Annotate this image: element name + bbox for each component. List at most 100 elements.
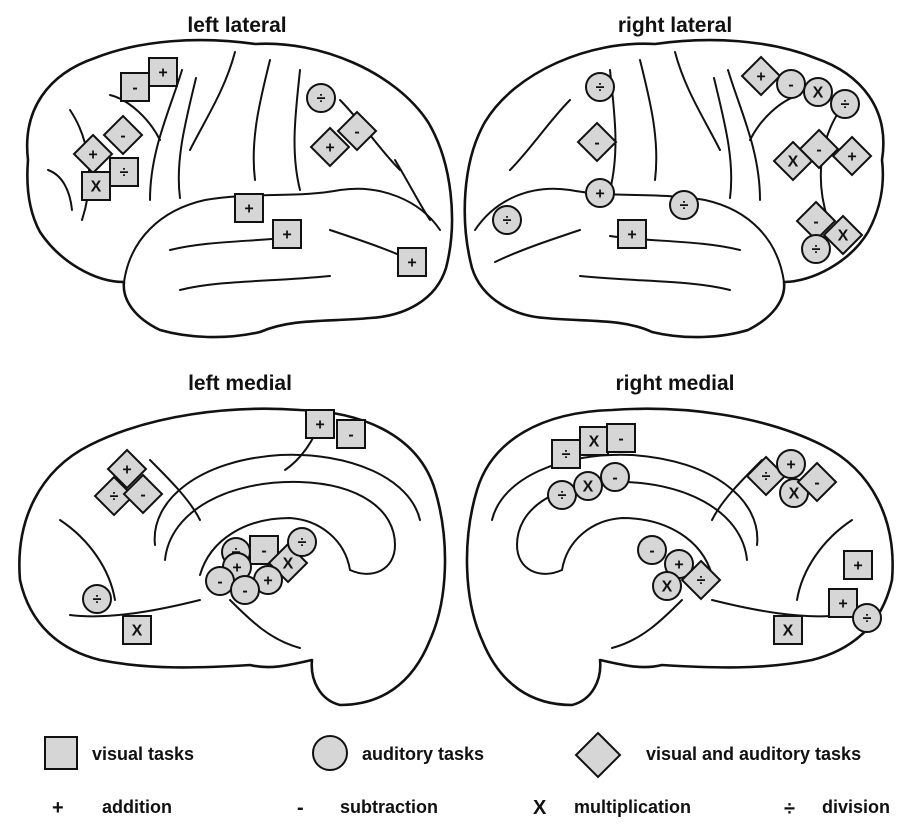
marker-auditory-subtraction: - xyxy=(777,70,805,98)
marker-symbol: X xyxy=(813,85,824,102)
marker-symbol: X xyxy=(662,579,673,596)
marker-symbol: + xyxy=(122,462,131,479)
marker-auditory-subtraction: - xyxy=(231,576,259,604)
legend-item-visual: visual tasks xyxy=(45,737,194,769)
legend-op-label: addition xyxy=(102,797,172,817)
marker-symbol: + xyxy=(232,560,241,577)
marker-auditory-addition: + xyxy=(777,450,805,478)
marker-symbol: - xyxy=(814,475,819,492)
marker-symbol: - xyxy=(217,574,222,591)
legend-item-auditory: auditory tasks xyxy=(313,736,484,770)
marker-auditory-division: ÷ xyxy=(831,90,859,118)
marker-symbol: + xyxy=(282,227,291,244)
legend-item-visual-auditory: visual and auditory tasks xyxy=(576,733,861,777)
marker-visual-subtraction: - xyxy=(121,73,149,101)
marker-symbol: + xyxy=(595,186,604,203)
legend-op-subtraction: - subtraction xyxy=(297,797,438,819)
legend-op-symbol: - xyxy=(297,797,304,819)
marker-symbol: X xyxy=(583,479,594,496)
marker-visual-division: ÷ xyxy=(552,440,580,468)
marker-visual-multiplication: X xyxy=(123,616,151,644)
legend-label-auditory: auditory tasks xyxy=(362,744,484,764)
legend: visual tasks auditory tasks visual and a… xyxy=(45,733,890,820)
marker-auditory-division: ÷ xyxy=(548,481,576,509)
legend-op-addition: + addition xyxy=(52,797,172,819)
marker-visual-addition: + xyxy=(273,220,301,248)
marker-symbol: X xyxy=(283,556,294,573)
legend-square-icon xyxy=(45,737,77,769)
marker-symbol: X xyxy=(132,623,143,640)
legend-op-symbol: ÷ xyxy=(784,798,795,820)
marker-symbol: + xyxy=(756,69,765,86)
marker-symbol: - xyxy=(649,543,654,560)
marker-visual-addition: + xyxy=(398,248,426,276)
legend-label-visual: visual tasks xyxy=(92,744,194,764)
marker-visual-addition: + xyxy=(844,551,872,579)
marker-symbol: - xyxy=(618,431,623,448)
marker-visual-addition: + xyxy=(829,589,857,617)
marker-symbol: + xyxy=(853,558,862,575)
marker-visual-addition: + xyxy=(235,194,263,222)
marker-symbol: X xyxy=(788,154,799,171)
marker-symbol: + xyxy=(407,255,416,272)
marker-symbol: ÷ xyxy=(562,447,571,464)
legend-label-visual-auditory: visual and auditory tasks xyxy=(646,744,861,764)
marker-symbol: - xyxy=(788,77,793,94)
marker-symbol: ÷ xyxy=(558,488,567,505)
marker-symbol: ÷ xyxy=(812,242,821,259)
marker-symbol: - xyxy=(140,487,145,504)
marker-symbol: + xyxy=(315,417,324,434)
marker-auditory-subtraction: - xyxy=(638,536,666,564)
marker-symbol: - xyxy=(132,80,137,97)
marker-symbol: - xyxy=(348,427,353,444)
marker-auditory-division: ÷ xyxy=(670,191,698,219)
panel-right-medial: right medial xyxy=(467,372,893,705)
marker-visual-multiplication: X xyxy=(82,172,110,200)
marker-symbol: ÷ xyxy=(680,198,689,215)
marker-symbol: + xyxy=(674,557,683,574)
marker-symbol: X xyxy=(589,434,600,451)
marker-symbol: ÷ xyxy=(503,213,512,230)
marker-symbol: + xyxy=(88,147,97,164)
panel-title-left-lateral: left lateral xyxy=(187,14,286,37)
marker-symbol: ÷ xyxy=(298,535,307,552)
marker-visual-subtraction: - xyxy=(337,420,365,448)
marker-visual-addition: + xyxy=(618,220,646,248)
marker-symbol: - xyxy=(242,583,247,600)
marker-symbol: + xyxy=(786,457,795,474)
marker-symbol: ÷ xyxy=(841,97,850,114)
marker-symbol: + xyxy=(325,140,334,157)
marker-visual-division: ÷ xyxy=(110,158,138,186)
marker-symbol: + xyxy=(847,149,856,166)
marker-auditory-division: ÷ xyxy=(853,604,881,632)
marker-auditory-addition: + xyxy=(586,179,614,207)
panel-title-left-medial: left medial xyxy=(188,372,292,395)
marker-symbol: - xyxy=(612,470,617,487)
marker-auditory-division: ÷ xyxy=(307,84,335,112)
legend-diamond-icon xyxy=(576,733,620,777)
marker-symbol: - xyxy=(354,124,359,141)
marker-auditory-division: ÷ xyxy=(288,528,316,556)
marker-symbol: ÷ xyxy=(120,165,129,182)
marker-visual-subtraction: - xyxy=(607,424,635,452)
marker-visual-addition: + xyxy=(306,410,334,438)
panel-title-right-lateral: right lateral xyxy=(618,14,732,37)
panel-right-lateral: right lateral xyxy=(465,14,884,337)
legend-circle-icon xyxy=(313,736,347,770)
marker-visual-addition: + xyxy=(149,58,177,86)
marker-symbol: + xyxy=(838,596,847,613)
marker-symbol: ÷ xyxy=(762,469,771,486)
marker-symbol: - xyxy=(261,543,266,560)
marker-auditory-division: ÷ xyxy=(586,73,614,101)
marker-symbol: ÷ xyxy=(110,489,119,506)
marker-auditory-division: ÷ xyxy=(83,585,111,613)
marker-auditory-subtraction: - xyxy=(206,567,234,595)
marker-symbol: ÷ xyxy=(93,592,102,609)
marker-symbol: - xyxy=(594,135,599,152)
marker-auditory-subtraction: - xyxy=(601,463,629,491)
marker-auditory-multiplication: X xyxy=(653,572,681,600)
legend-op-label: subtraction xyxy=(340,797,438,817)
marker-auditory-division: ÷ xyxy=(493,206,521,234)
marker-symbol: + xyxy=(627,227,636,244)
